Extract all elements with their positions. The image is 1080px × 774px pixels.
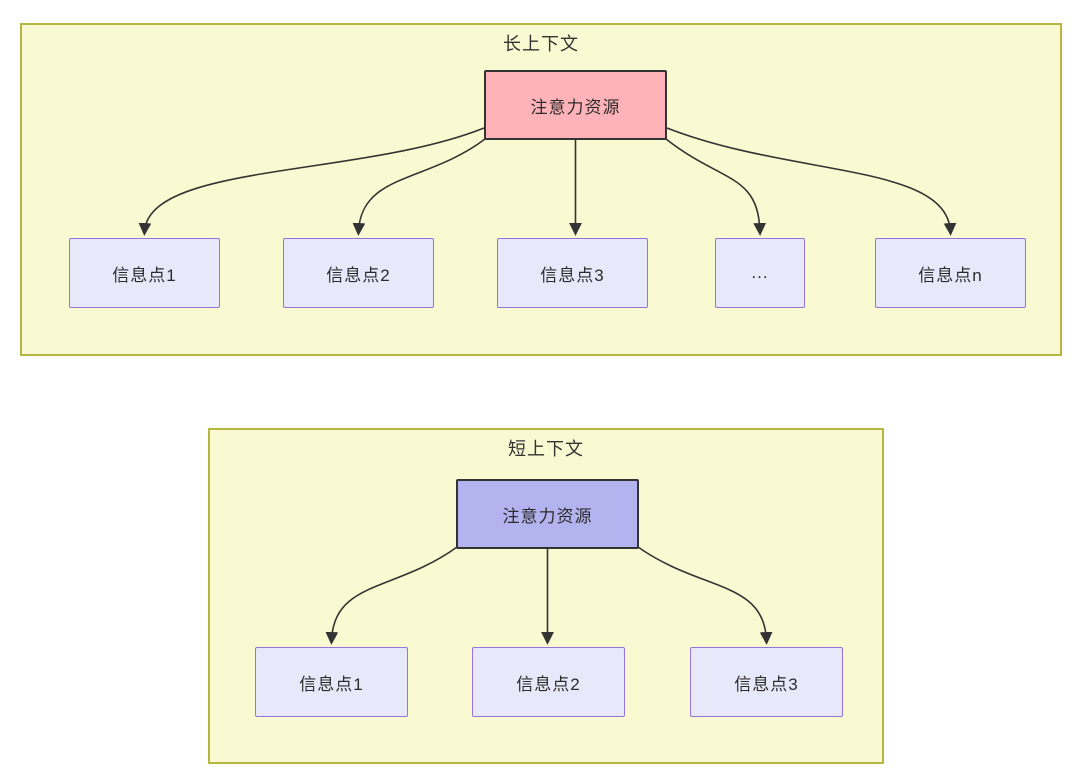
attention-resource-label: 注意力资源 [502,506,593,526]
arrow-short-to-info-1 [325,546,458,645]
info-box-label: 信息点3 [734,674,799,694]
arrow-long-to-info-2 [352,138,486,236]
info-box-label: 信息点n [918,265,983,285]
info-box-2-long: 信息点2 [283,238,434,308]
info-box-n-long: 信息点n [875,238,1026,308]
short-context-panel: 短上下文 注意力资源 信息点1 信息点2 信息点3 [208,428,884,764]
arrow-long-to-info-n [666,127,957,236]
long-context-title: 长上下文 [503,34,579,54]
info-box-label: ... [751,263,769,282]
info-box-1-long: 信息点1 [69,238,220,308]
info-box-ellipsis-long: ... [715,238,805,308]
info-box-3-short: 信息点3 [690,647,843,717]
info-box-1-short: 信息点1 [255,647,408,717]
arrow-short-to-info-3 [637,546,773,645]
arrow-long-to-info-dots [665,138,767,236]
info-box-2-short: 信息点2 [472,647,625,717]
attention-resource-label: 注意力资源 [530,97,621,117]
info-box-3-long: 信息点3 [497,238,648,308]
attention-resource-box-short: 注意力资源 [456,479,639,549]
arrow-long-to-info-1 [138,127,485,236]
short-context-title: 短上下文 [508,439,584,459]
attention-resource-box-long: 注意力资源 [484,70,667,140]
info-box-label: 信息点1 [299,674,364,694]
info-box-label: 信息点2 [516,674,581,694]
info-box-label: 信息点1 [112,265,177,285]
info-box-label: 信息点2 [326,265,391,285]
info-box-label: 信息点3 [540,265,605,285]
long-context-panel: 长上下文 注意力资源 信息点1 信息点2 信息点3 ... [20,23,1062,356]
